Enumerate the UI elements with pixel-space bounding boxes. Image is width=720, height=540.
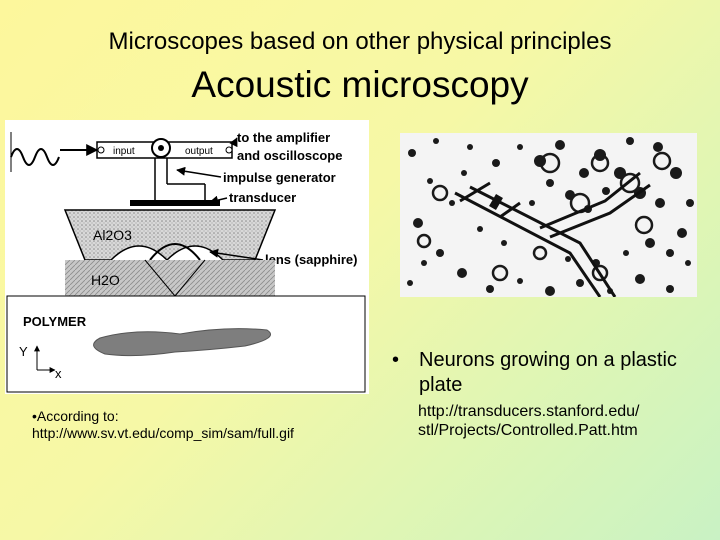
bullet-symbol: • (392, 349, 400, 371)
al2o3-label: Al2O3 (93, 227, 132, 243)
impulse-generator-label: impulse generator (223, 170, 336, 185)
input-label: input (113, 146, 135, 157)
transducer (130, 200, 220, 206)
right-bullet: • Neurons growing on a plastic plate (392, 348, 692, 398)
right-reference-url[interactable]: http://transducers.stanford.edu/ stl/Pro… (418, 402, 718, 440)
left-reference: •According to: http://www.sv.vt.edu/comp… (32, 408, 372, 442)
channel-pattern (454, 171, 651, 297)
sine-wave-signal (10, 148, 60, 166)
output-label: output (185, 146, 213, 157)
lens-label: lens (sapphire) (265, 252, 357, 267)
polymer-box (6, 295, 366, 393)
right-url-line2[interactable]: stl/Projects/Controlled.Patt.htm (418, 422, 638, 439)
axis-y-label: Y (19, 344, 28, 359)
right-bullet-text: Neurons growing on a plastic plate (419, 349, 677, 396)
acoustic-microscope-diagram: input output to the amplifier and oscill… (5, 120, 369, 394)
right-url-line1[interactable]: http://transducers.stanford.edu/ (418, 403, 640, 420)
polymer-label: POLYMER (23, 314, 87, 329)
slide-subtitle: Acoustic microscopy (191, 64, 529, 105)
al2o3-block (63, 209, 277, 262)
h2o-label: H2O (91, 272, 120, 288)
slide-title: Microscopes based on other physical prin… (108, 28, 612, 55)
left-reference-url[interactable]: http://www.sv.vt.edu/comp_sim/sam/full.g… (32, 425, 294, 441)
left-reference-bullet: •According to: (32, 408, 119, 424)
polymer-sample-shape (93, 328, 271, 357)
transducer-label: transducer (229, 190, 296, 205)
neuron-micrograph (400, 133, 697, 297)
amplifier-label: to the amplifier (237, 130, 330, 145)
oscilloscope-label: and oscilloscope (237, 148, 342, 163)
axis-x-label: x (55, 366, 62, 381)
